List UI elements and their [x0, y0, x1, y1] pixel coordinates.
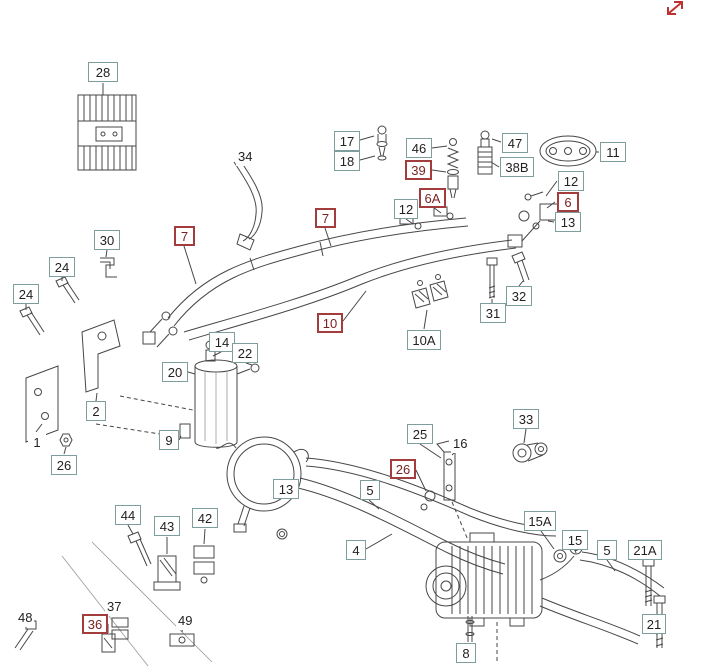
part-callout-7[interactable]: 7: [315, 208, 336, 228]
part-callout-49[interactable]: 49: [176, 610, 195, 630]
part-callout-4[interactable]: 4: [346, 540, 366, 560]
part-callout-26[interactable]: 26: [390, 459, 416, 479]
part-callout-13[interactable]: 13: [273, 479, 299, 499]
part-callout-25[interactable]: 25: [407, 424, 433, 444]
part-callout-12[interactable]: 12: [394, 199, 418, 219]
part-callout-21[interactable]: 21: [642, 614, 666, 634]
part-30-clip-art: [100, 249, 117, 278]
part-callout-43[interactable]: 43: [154, 516, 180, 536]
part-callout-21A[interactable]: 21A: [628, 540, 662, 560]
part-callout-47[interactable]: 47: [502, 133, 528, 153]
part-31-32-bolts-art: [486, 251, 530, 303]
compressor-art: [425, 501, 641, 662]
part-callout-32[interactable]: 32: [506, 286, 532, 306]
part-1-2-bracket-art: [25, 319, 121, 455]
part-callout-48[interactable]: 48: [16, 607, 35, 627]
part-34-cable-tie-art: [233, 159, 263, 251]
part-25-bracket-art: [415, 440, 458, 511]
part-callout-31[interactable]: 31: [480, 303, 506, 323]
part-8-stud-art: [465, 616, 475, 642]
bottom-left-parts-art: [14, 541, 213, 667]
part-callout-22[interactable]: 22: [232, 343, 258, 363]
part-callout-30[interactable]: 30: [94, 230, 120, 250]
part-callout-2[interactable]: 2: [86, 401, 106, 421]
part-callout-46[interactable]: 46: [406, 138, 432, 158]
part-callout-11[interactable]: 11: [600, 142, 626, 162]
part-callout-37[interactable]: 37: [105, 596, 124, 616]
part-callout-15[interactable]: 15: [562, 530, 588, 550]
fullscreen-arrows-icon[interactable]: [667, 1, 683, 15]
part-callout-13[interactable]: 13: [555, 212, 581, 232]
part-callout-8[interactable]: 8: [456, 643, 476, 663]
part-callout-20[interactable]: 20: [162, 362, 188, 382]
part-callout-36[interactable]: 36: [82, 614, 108, 634]
part-callout-17[interactable]: 17: [334, 131, 360, 151]
part-46-39-valve-art: [431, 138, 460, 199]
part-17-18-valve-art: [359, 125, 388, 161]
part-callout-16[interactable]: 16: [451, 433, 470, 453]
part-6-12-13-fitting-art: [518, 180, 561, 230]
pipes-7-10-art: [142, 206, 541, 348]
part-callout-6[interactable]: 6: [557, 192, 579, 212]
part-13-hose-coil-art: [215, 436, 309, 540]
part-callout-10A[interactable]: 10A: [407, 330, 441, 350]
part-callout-7[interactable]: 7: [174, 226, 195, 246]
part-callout-34[interactable]: 34: [236, 146, 255, 166]
part-callout-12[interactable]: 12: [558, 171, 584, 191]
part-11-pad-art: [539, 135, 599, 167]
part-callout-28[interactable]: 28: [88, 62, 118, 82]
part-callout-44[interactable]: 44: [115, 505, 141, 525]
part-callout-39[interactable]: 39: [405, 160, 432, 180]
part-callout-10[interactable]: 10: [317, 313, 343, 333]
part-callout-5[interactable]: 5: [597, 540, 617, 560]
part-28-motor-art: [77, 83, 137, 171]
part-callout-6A[interactable]: 6A: [419, 188, 446, 208]
part-24-bolts-art: [19, 276, 80, 336]
part-callout-18[interactable]: 18: [334, 151, 360, 171]
part-callout-33[interactable]: 33: [513, 409, 539, 429]
part-callout-14[interactable]: 14: [209, 332, 235, 352]
part-callout-38B[interactable]: 38B: [500, 157, 534, 177]
part-callout-15A[interactable]: 15A: [524, 511, 556, 531]
part-callout-24[interactable]: 24: [13, 284, 39, 304]
part-callout-42[interactable]: 42: [192, 508, 218, 528]
part-callout-26[interactable]: 26: [51, 455, 77, 475]
part-47-38b-valve-art: [477, 130, 502, 175]
hoses-4-5-art: [297, 457, 557, 575]
part-callout-5[interactable]: 5: [360, 480, 380, 500]
part-10a-clamps-art: [411, 274, 449, 330]
part-33-link-art: [512, 428, 548, 463]
part-44-43-42-art: [127, 524, 215, 591]
part-callout-1[interactable]: 1: [28, 432, 46, 452]
part-callout-9[interactable]: 9: [159, 430, 179, 450]
part-callout-24[interactable]: 24: [49, 257, 75, 277]
